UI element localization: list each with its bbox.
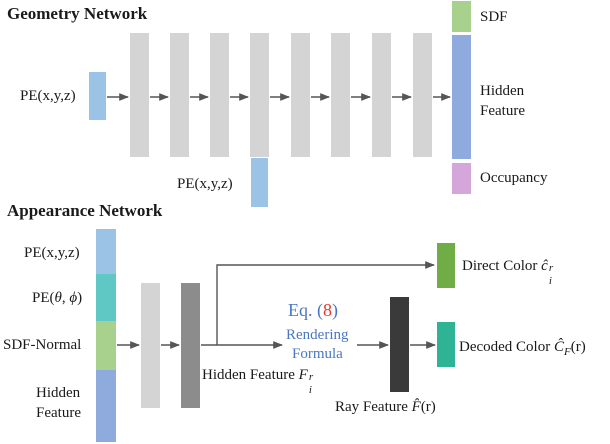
- hidden-feature-label-line2: Feature: [480, 103, 525, 119]
- rendering-formula-line2: Formula: [292, 346, 343, 362]
- occupancy-output-block: [452, 163, 471, 194]
- decoded-color-block: [437, 322, 455, 367]
- geometry-network-heading: Geometry Network: [7, 4, 148, 23]
- geometry-layer-4: [250, 33, 269, 157]
- geometry-layer-8: [413, 33, 432, 157]
- geometry-input-pe-block: [89, 72, 106, 120]
- geometry-layer-7: [372, 33, 391, 157]
- geometry-layer-5: [291, 33, 310, 157]
- hidden-feature-label-line1: Hidden: [480, 83, 525, 99]
- appearance-pe-xyz-block: [96, 229, 116, 274]
- hidden-feature-output-block: [452, 35, 471, 159]
- geometry-skip-pe-label: PE(x,y,z): [177, 176, 233, 192]
- appearance-layer-1: [141, 283, 160, 408]
- geometry-skip-pe-block: [251, 158, 268, 207]
- appearance-pe-direction-label: PE(θ, ϕ): [32, 290, 83, 306]
- sdf-output-block: [452, 1, 471, 32]
- geometry-layer-2: [170, 33, 189, 157]
- appearance-sdf-normal-label: SDF-Normal: [3, 337, 82, 353]
- appearance-sdf-normal-block: [96, 321, 116, 370]
- equation-reference: Eq. (8): [288, 300, 338, 320]
- appearance-pe-xyz-label: PE(x,y,z): [24, 245, 80, 261]
- ray-feature-block: [390, 297, 409, 392]
- geometry-input-pe-label: PE(x,y,z): [20, 88, 76, 104]
- geometry-layer-3: [210, 33, 229, 157]
- sdf-label: SDF: [480, 9, 508, 25]
- appearance-network-heading: Appearance Network: [7, 201, 163, 220]
- appearance-hidden-label-line1: Hidden: [36, 385, 81, 401]
- geometry-layer-1: [130, 33, 149, 157]
- direct-color-block: [437, 243, 455, 288]
- appearance-hidden-feature-block: [96, 370, 116, 442]
- geometry-layer-6: [331, 33, 350, 157]
- appearance-hidden-label-line2: Feature: [36, 405, 81, 421]
- rendering-formula-line1: Rendering: [286, 327, 349, 343]
- decoded-color-label: Decoded Color ĈF(r): [459, 339, 586, 358]
- occupancy-label: Occupancy: [480, 170, 548, 186]
- appearance-layer-2: [181, 283, 200, 408]
- appearance-pe-direction-block: [96, 274, 116, 321]
- arrow-hidden-feature-to-direct-color: [216, 261, 435, 345]
- ray-feature-label: Ray Feature F̂(r): [335, 399, 436, 415]
